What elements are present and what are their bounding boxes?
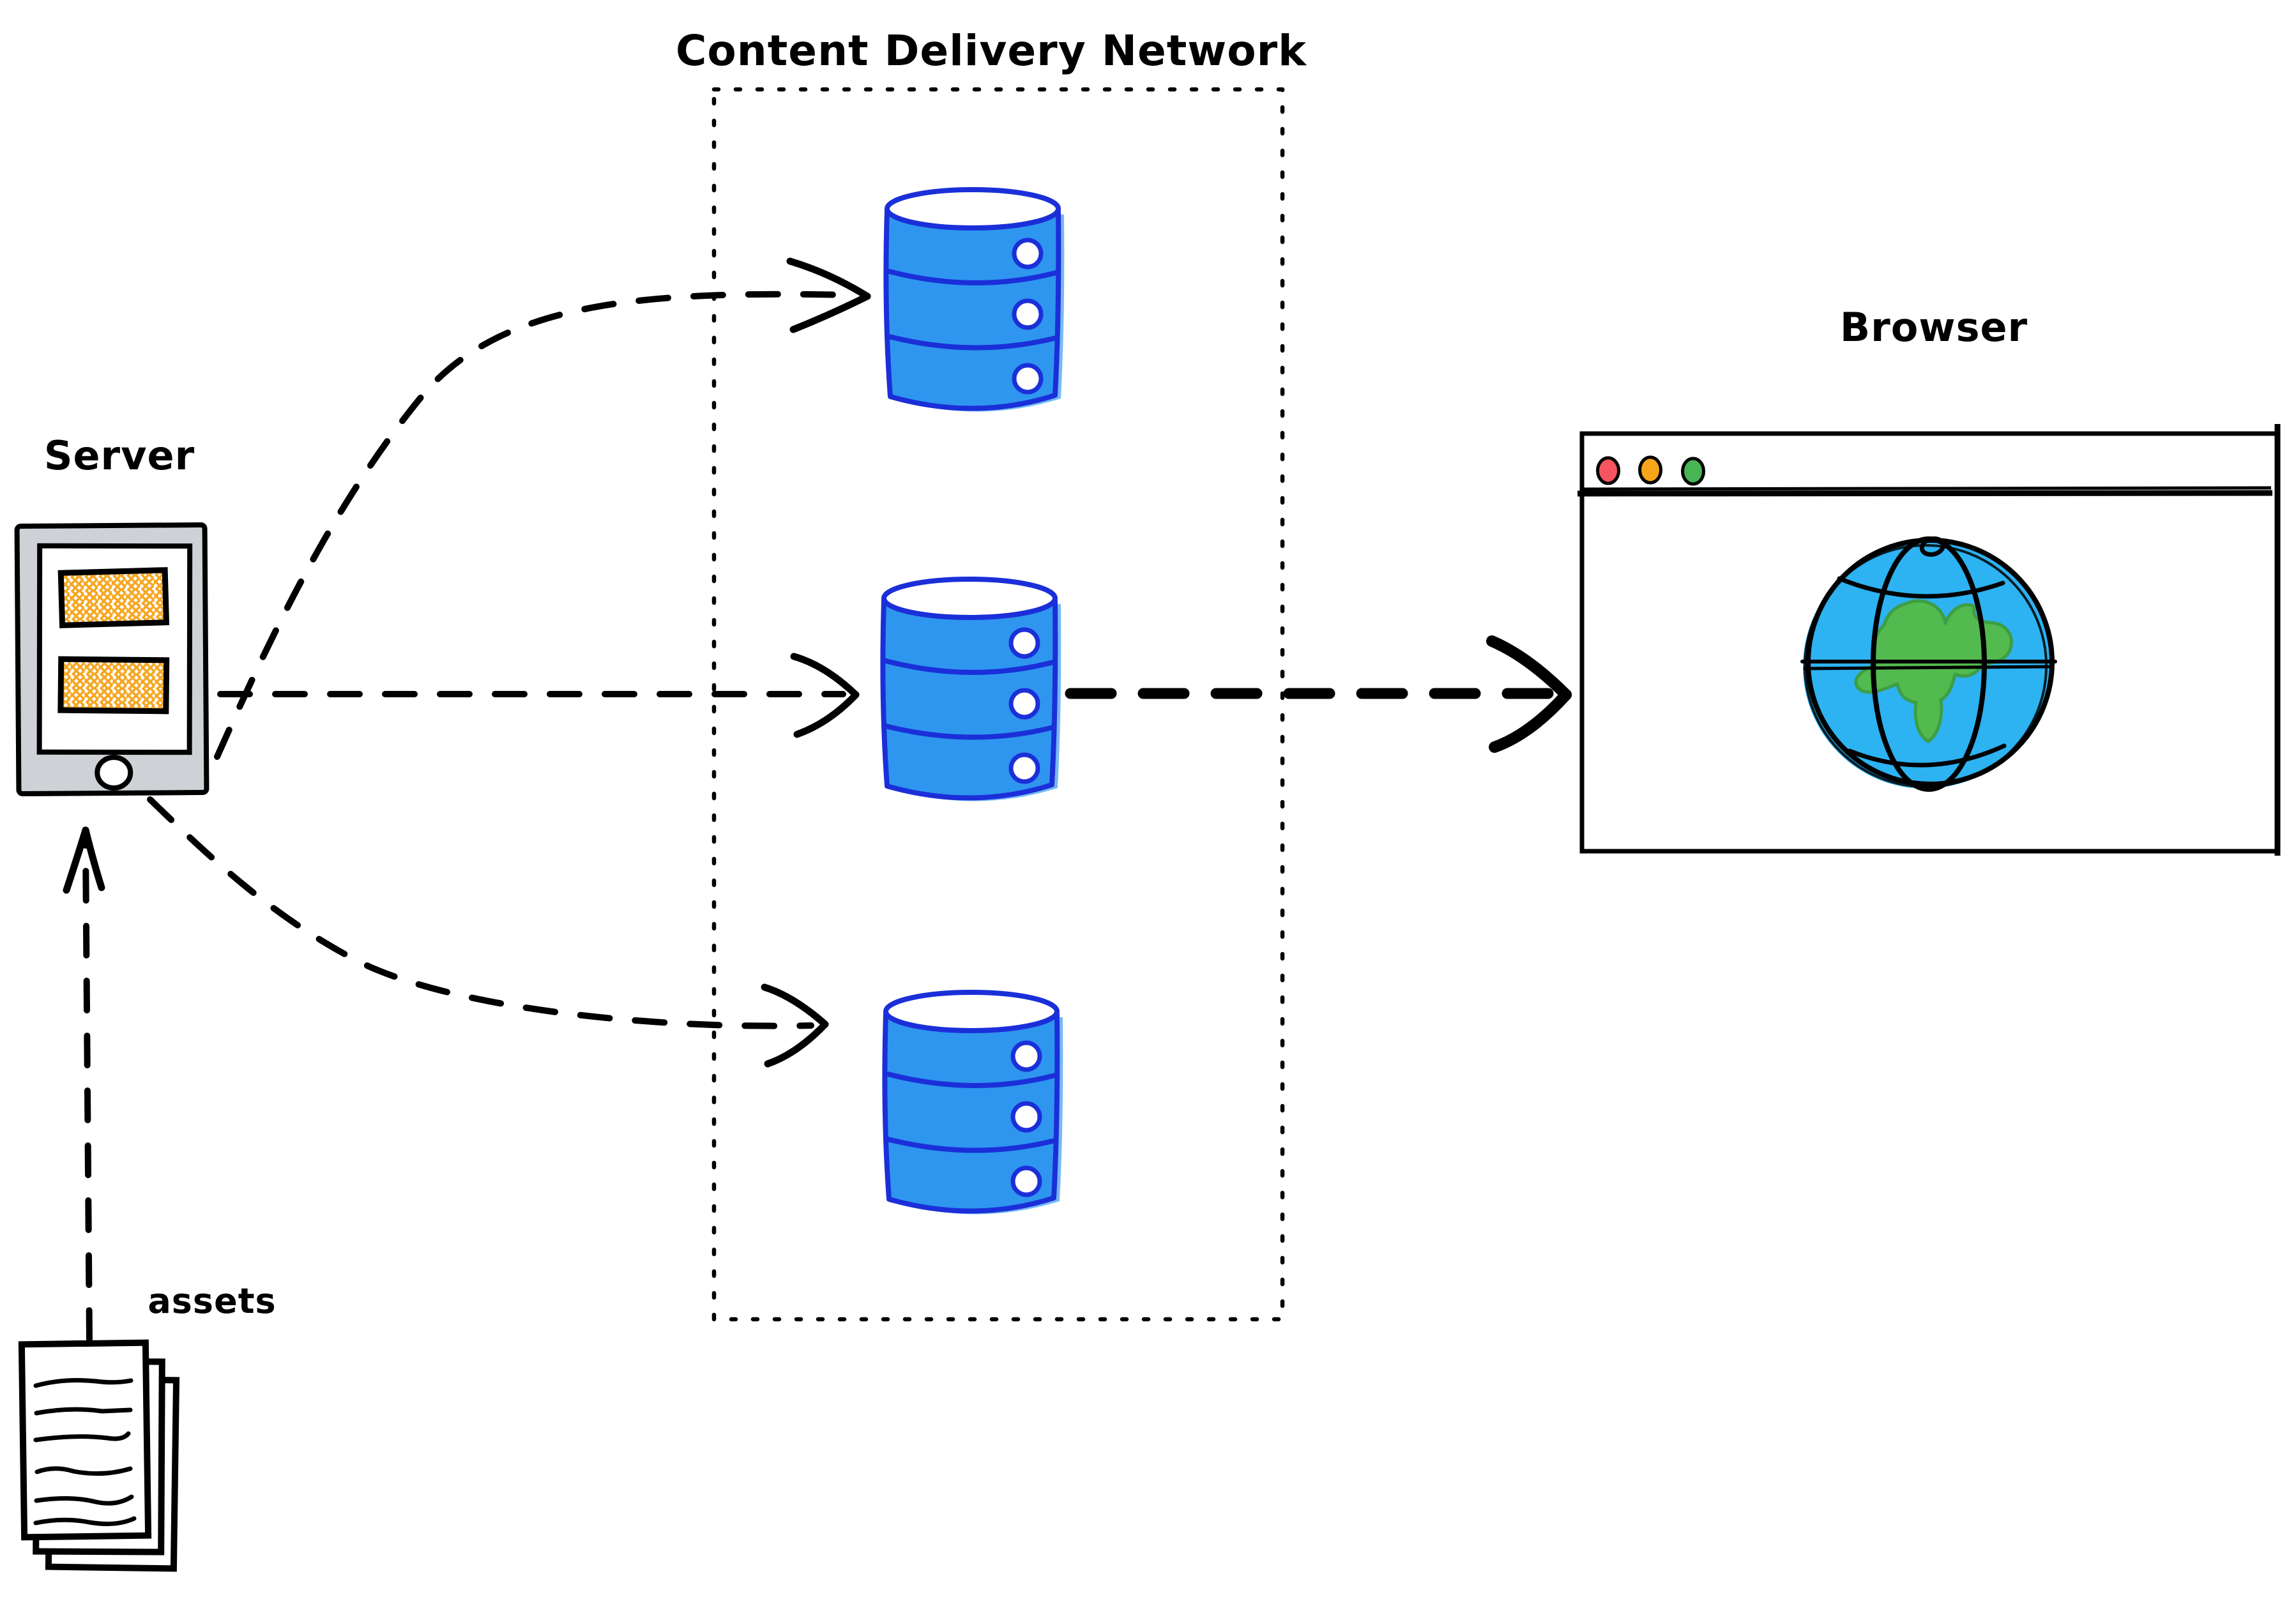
globe-latitude-top [1837,576,2005,599]
globe-continent [1854,599,2013,743]
cdn-label: Content Delivery Network [676,26,1307,75]
globe-icon [1800,536,2057,792]
server-asset-block-2 [57,656,170,715]
edge-server-to-db2 [217,653,860,738]
document-page-front [18,1339,152,1541]
server-label: Server [44,432,195,479]
globe-latitude-bottom [1847,743,2007,768]
home-button-icon [95,754,133,791]
database-icon [886,190,1064,412]
edge-server-to-db3 [147,796,829,1068]
edge-server-to-db1 [214,257,871,760]
database-icon [883,579,1061,801]
database-icon [885,992,1063,1215]
minimize-button-icon[interactable] [1638,455,1662,485]
server-device [14,522,209,796]
edge-assets-to-server [63,826,105,1343]
edge-db2-to-browser [1065,635,1572,753]
zoom-button-icon[interactable] [1681,457,1705,486]
server-asset-block-1 [57,567,170,628]
close-button-icon[interactable] [1596,456,1620,485]
cdn-group-box [711,87,1285,1322]
browser-titlebar [1577,455,2273,497]
document-text-lines [33,1378,137,1526]
globe-pole-knot [1919,536,1946,557]
browser-window [1577,424,2281,856]
assets-label: assets [148,1281,276,1321]
document-stack-icon [18,1339,180,1572]
browser-label: Browser [1840,304,2028,351]
